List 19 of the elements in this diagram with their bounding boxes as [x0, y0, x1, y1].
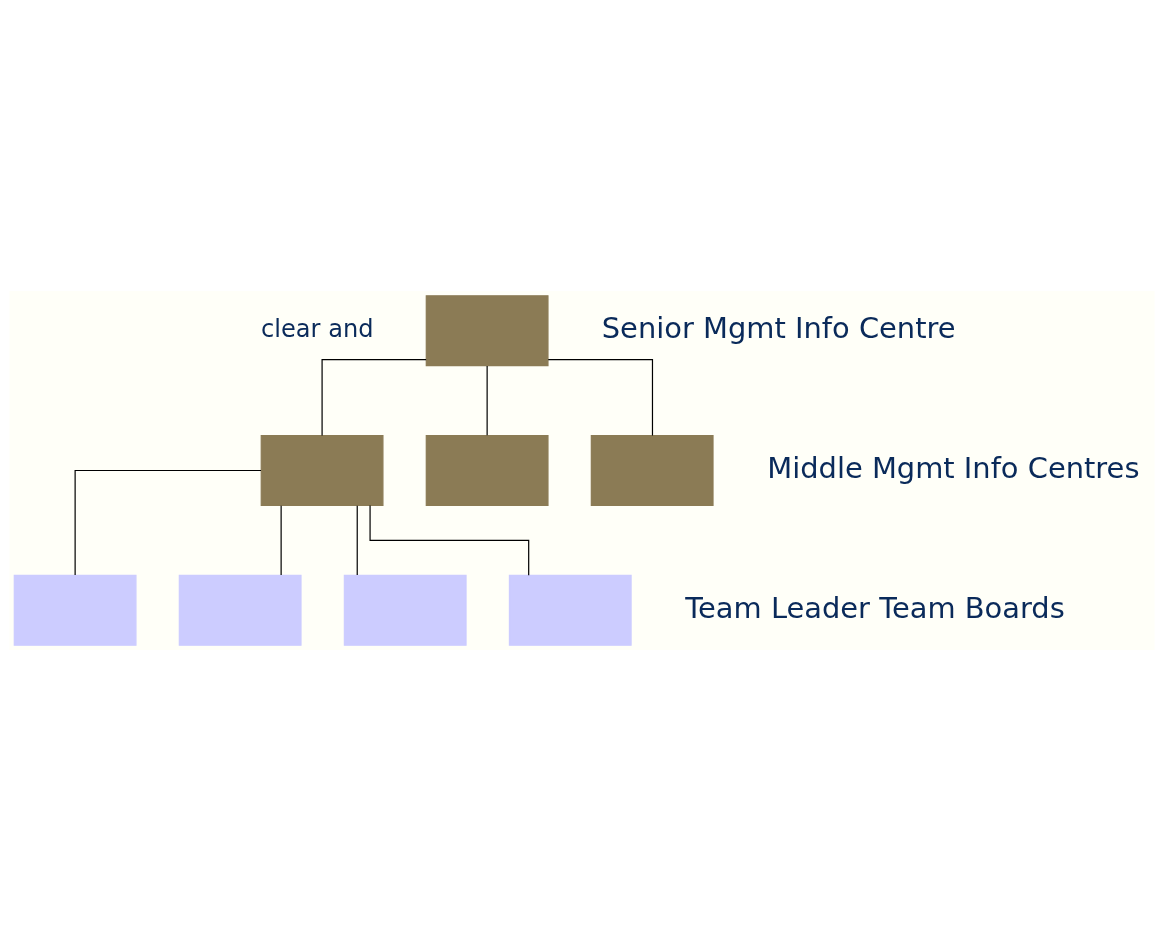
connector	[280, 504, 282, 576]
node-label: Middle Mgmt Info Centres	[767, 450, 1140, 485]
connector	[547, 358, 654, 436]
label: clear and	[261, 314, 374, 343]
connector	[369, 504, 530, 576]
node-label: Senior Mgmt Info Centre	[601, 310, 956, 345]
connector	[356, 504, 358, 576]
connector	[74, 469, 262, 576]
node-box	[178, 574, 302, 646]
node-box	[13, 574, 137, 646]
node-box	[590, 434, 714, 506]
node-box	[425, 434, 549, 506]
node-box	[343, 574, 467, 646]
node-box	[260, 434, 384, 506]
node-box	[508, 574, 632, 646]
node-box	[425, 294, 549, 366]
node-label: Team Leader Team Boards	[685, 590, 1065, 625]
connector	[321, 358, 427, 436]
connector	[486, 364, 488, 436]
